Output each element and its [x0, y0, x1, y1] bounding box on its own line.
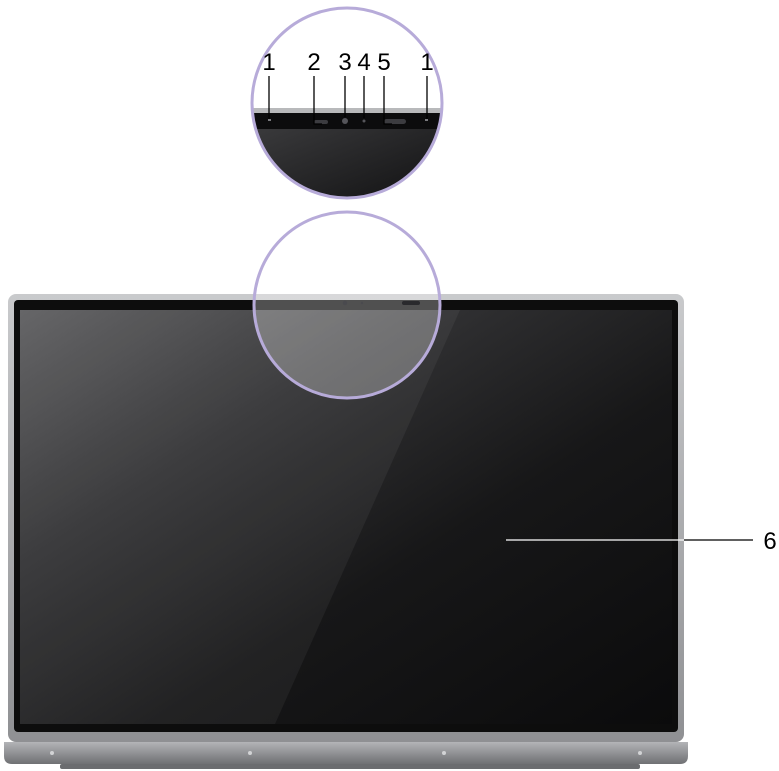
hinge-bar — [4, 742, 688, 764]
zoom-frame-edge — [252, 108, 442, 113]
zoom-bezel — [252, 113, 442, 129]
zoom-camera-indicator — [362, 119, 366, 123]
foot-dot — [442, 751, 446, 755]
camera-lens-dot — [342, 300, 348, 306]
callout-label-1-left: 1 — [262, 49, 275, 76]
laptop-lid — [8, 294, 684, 742]
callout-leader-lines — [268, 76, 428, 125]
display-screen — [20, 310, 672, 724]
hinge-shadow — [60, 764, 640, 769]
foot-dot — [638, 751, 642, 755]
callout-label-6: 6 — [763, 528, 776, 555]
foot-dot — [50, 751, 54, 755]
sensor-dot — [360, 301, 364, 305]
callout-label-5: 5 — [377, 49, 390, 76]
zoom-ir-camera — [384, 119, 406, 124]
leader-line-2 — [313, 76, 322, 125]
callout-label-3: 3 — [338, 49, 351, 76]
callout-6-group: 6 — [506, 528, 777, 555]
zoom-microphone-right — [425, 119, 428, 121]
zoom-ir-led — [314, 120, 328, 124]
leader-line-5 — [383, 76, 392, 125]
laptop-hinge — [4, 742, 688, 769]
callout-label-2: 2 — [307, 49, 320, 76]
magnified-detail-circle: 1 2 3 4 5 1 — [250, 6, 444, 200]
magnified-ring — [250, 6, 444, 200]
callout-label-4: 4 — [357, 49, 370, 76]
callout-label-1-right: 1 — [420, 49, 433, 76]
foot-dot — [248, 751, 252, 755]
screen-reflection — [20, 310, 460, 724]
ir-sensor-slot — [402, 301, 420, 305]
magnifier-source-ring — [252, 210, 442, 400]
zoom-camera-lens — [342, 118, 348, 124]
zoom-microphone-left — [268, 119, 271, 121]
magnifier-source-fill — [254, 212, 440, 398]
magnifier-source-circle — [252, 210, 442, 400]
